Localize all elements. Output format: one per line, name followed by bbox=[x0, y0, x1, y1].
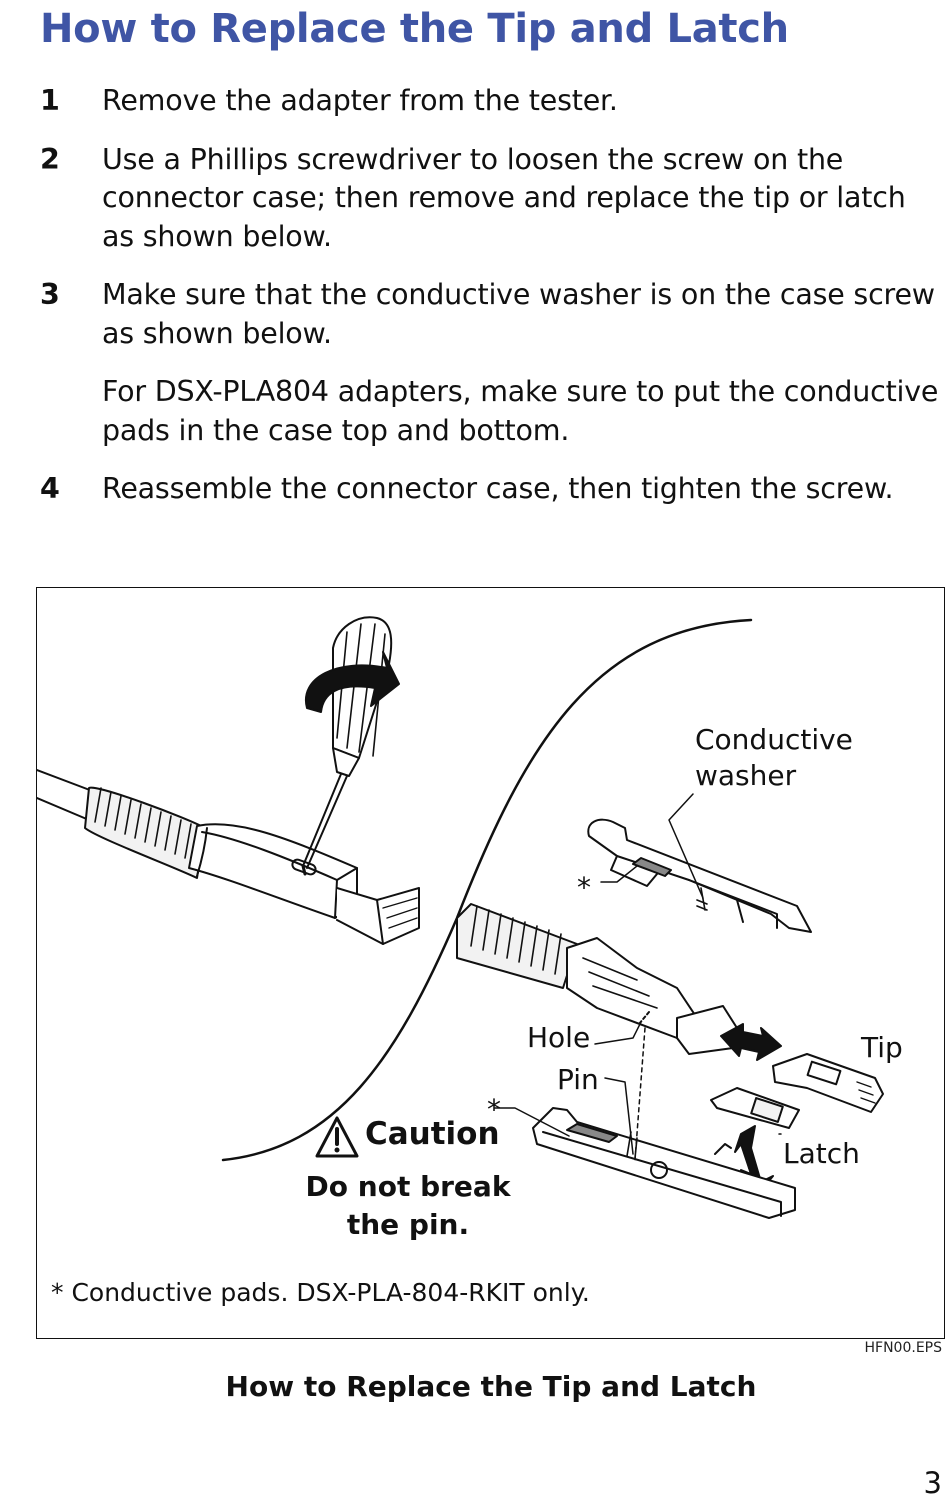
caution-text: Do not break the pin. bbox=[305, 1170, 511, 1241]
step-4: 4 Reassemble the connector case, then ti… bbox=[38, 470, 943, 509]
steps-list: 1 Remove the adapter from the tester. 2 … bbox=[38, 82, 943, 529]
latch-drawing bbox=[710, 1087, 800, 1199]
label-pin: Pin bbox=[557, 1063, 599, 1096]
step-text: Reassemble the connector case, then tigh… bbox=[102, 472, 894, 505]
caution-heading: Caution bbox=[315, 1116, 500, 1152]
rotation-arrow bbox=[304, 651, 400, 713]
label-asterisk-top: * bbox=[577, 871, 591, 904]
figure-caption: How to Replace the Tip and Latch bbox=[225, 1370, 757, 1403]
step-subtext: For DSX-PLA804 adapters, make sure to pu… bbox=[102, 375, 939, 447]
screwdriver-drawing bbox=[301, 616, 400, 876]
label-hole: Hole bbox=[527, 1021, 591, 1054]
step-number: 1 bbox=[40, 84, 60, 117]
step-3: 3 Make sure that the conductive washer i… bbox=[38, 276, 943, 450]
step-number: 3 bbox=[40, 278, 60, 311]
label-conductive-washer: Conductive washer bbox=[695, 723, 853, 792]
step-2: 2 Use a Phillips screwdriver to loosen t… bbox=[38, 141, 943, 257]
leader-lines bbox=[494, 793, 782, 1161]
step-text: Make sure that the conductive washer is … bbox=[102, 278, 935, 350]
caution-icon bbox=[315, 1116, 359, 1158]
open-connector-drawing bbox=[456, 903, 782, 1061]
step-number: 4 bbox=[40, 472, 60, 505]
assembled-adapter-drawing bbox=[37, 769, 420, 945]
label-latch: Latch bbox=[783, 1137, 860, 1170]
step-number: 2 bbox=[40, 142, 60, 176]
tip-arrow bbox=[720, 1023, 782, 1061]
file-label: HFN00.EPS bbox=[864, 1340, 943, 1356]
figure-footnote: * Conductive pads. DSX-PLA-804-RKIT only… bbox=[51, 1278, 590, 1307]
step-text: Remove the adapter from the tester. bbox=[102, 84, 618, 117]
page-number: 3 bbox=[923, 1466, 942, 1500]
label-tip: Tip bbox=[861, 1031, 903, 1064]
tip-latch-figure: Conductive washer Hole Pin Tip Latch * *… bbox=[36, 587, 945, 1339]
step-text: Use a Phillips screwdriver to loosen the… bbox=[102, 142, 906, 253]
page-heading: How to Replace the Tip and Latch bbox=[40, 6, 789, 52]
tip-drawing bbox=[772, 1053, 884, 1113]
illustration bbox=[37, 616, 884, 1219]
case-bottom-drawing bbox=[532, 1107, 796, 1219]
step-1: 1 Remove the adapter from the tester. bbox=[38, 82, 943, 121]
caution-title: Caution bbox=[365, 1116, 500, 1152]
label-asterisk-bottom: * bbox=[487, 1093, 501, 1126]
case-top-drawing bbox=[587, 818, 812, 933]
